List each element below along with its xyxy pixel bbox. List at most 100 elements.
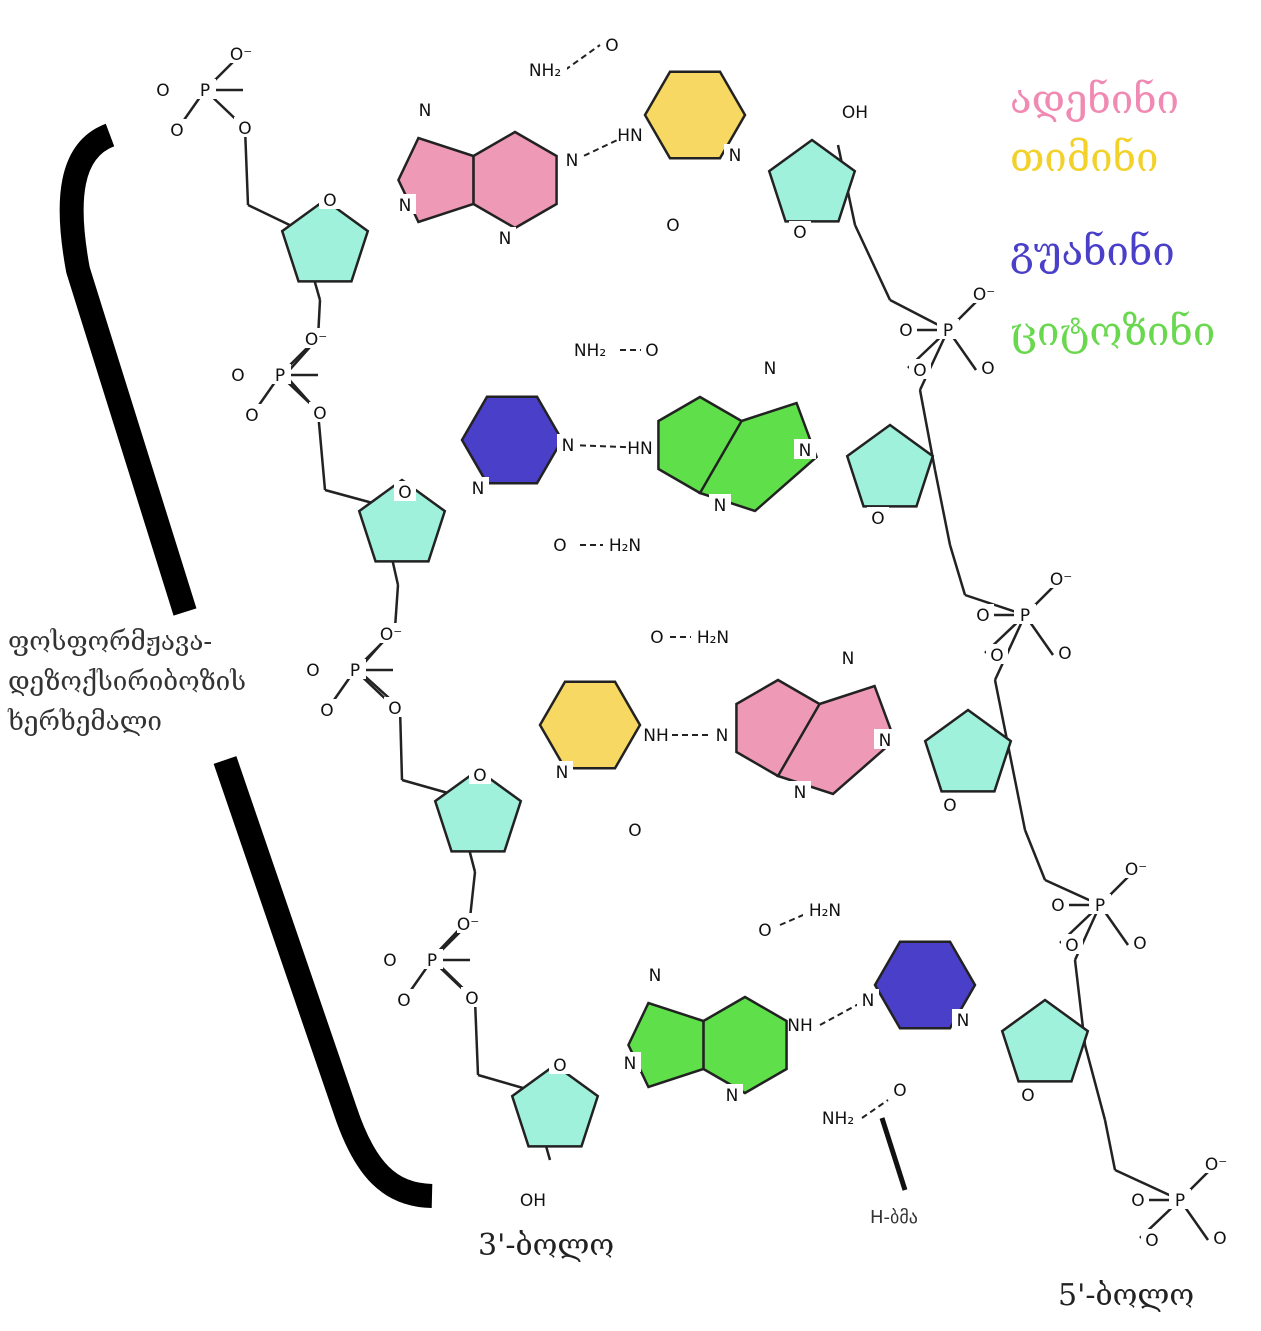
bond-line [473, 999, 480, 1076]
atom-label: H₂N [809, 901, 841, 921]
legend-thymine: თიმინი [1010, 135, 1159, 181]
hbond-pointer-line [879, 1117, 908, 1191]
phosphate-oxygen: O [156, 81, 169, 101]
bond-line [853, 224, 892, 301]
phosphate-oxygen-minus: O⁻ [973, 285, 995, 305]
atom-label: N [794, 783, 807, 803]
atom-label: NH [787, 1016, 813, 1036]
atom-label: N [879, 731, 892, 751]
phosphate-oxygen: O [320, 701, 333, 721]
atom-bg [316, 699, 338, 719]
phosphorus-atom: P [1175, 1191, 1185, 1211]
backbone-label: ფოსფორმჟავა- დეზოქსირიბოზის ხერხემალი [8, 622, 308, 742]
atom-label: N [624, 1054, 637, 1074]
hydroxyl-group: OH [520, 1191, 546, 1211]
phosphate-oxygen: O [913, 361, 926, 381]
bond-line [468, 871, 477, 919]
atom-label: O [323, 191, 336, 211]
backbone-label-line-1: ფოსფორმჟავა- [8, 627, 213, 657]
phosphate-ester-oxygen: O [1058, 644, 1071, 664]
atom-label: O [758, 921, 771, 941]
atom-label: O [628, 821, 641, 841]
atom-bg [568, 339, 612, 359]
atom-bg [645, 724, 667, 744]
deoxyribose-sugar-6 [845, 423, 935, 508]
bond-line [861, 1099, 889, 1119]
bond-line [918, 329, 950, 391]
atom-bg [644, 964, 666, 984]
atom-bg [384, 697, 406, 717]
atom-label: N [957, 1011, 970, 1031]
atom-bg [1125, 858, 1147, 878]
bond-line [993, 614, 1027, 681]
phosphorus-atom: P [1020, 606, 1030, 626]
atom-label: N [472, 479, 485, 499]
atom-bg [619, 1052, 641, 1072]
phosphorus-atom: P [275, 366, 285, 386]
atom-bg [816, 1107, 860, 1127]
atom-bg [939, 794, 961, 814]
atom-bg [469, 764, 491, 784]
atom-bg [523, 59, 567, 79]
bond-line [243, 127, 250, 206]
phosphate-oxygen: O [976, 606, 989, 626]
bond-line [779, 911, 811, 926]
atom-bg [601, 34, 623, 54]
atom-bg [889, 1079, 911, 1099]
atom-bg [724, 144, 746, 164]
atom-bg [561, 149, 583, 169]
atom-bg [759, 357, 781, 377]
atom-bg [754, 919, 776, 939]
atom-bg [166, 119, 188, 139]
atom-bg [305, 328, 327, 348]
atom-bg [393, 989, 415, 1009]
atom-bg [319, 189, 341, 209]
atom-label: NH₂ [574, 341, 606, 361]
atom-bg [309, 402, 331, 422]
atom-label: HN [627, 439, 653, 459]
three-prime-end-label: 3'-ბოლო [478, 1228, 615, 1263]
atom-label: N [649, 966, 662, 986]
atom-bg [551, 761, 573, 781]
atom-label: O [893, 1081, 906, 1101]
atom-bg [230, 43, 252, 63]
atom-bg [1205, 1153, 1227, 1173]
atom-label: O [645, 341, 658, 361]
phosphate-oxygen: O [1065, 936, 1078, 956]
atom-label: NH [643, 726, 669, 746]
phosphate-ester-oxygen: O [388, 699, 401, 719]
legend-cytosine: ციტოზინი [1010, 309, 1216, 355]
atom-bg [457, 913, 479, 933]
cytosine-base-2-ring-6 [873, 940, 977, 1030]
phosphate-ester-oxygen: O [981, 359, 994, 379]
atom-label: H₂N [609, 536, 641, 556]
guanine-base-2-ring-6 [702, 995, 788, 1095]
atom-bg [646, 626, 668, 646]
atom-label: HN [617, 126, 643, 146]
atom-bg [857, 989, 879, 1009]
phosphorus-atom: P [200, 81, 210, 101]
atom-label: O [943, 796, 956, 816]
phosphate-oxygen: O [899, 321, 912, 341]
atom-bg [380, 623, 402, 643]
phosphate-ester-oxygen: O [1213, 1229, 1226, 1249]
phosphorus-atom: P [427, 951, 437, 971]
atom-bg [1017, 1084, 1039, 1104]
atom-bg [522, 1189, 544, 1209]
hydrogen-bond-label: H-ბმა [870, 1207, 918, 1228]
bond-line [564, 44, 601, 71]
phosphate-oxygen: O [170, 121, 183, 141]
atom-bg [662, 214, 684, 234]
atom-bg [234, 117, 256, 137]
atom-bg [549, 534, 571, 554]
atom-label: N [726, 1086, 739, 1106]
atom-label: O [1021, 1086, 1034, 1106]
phosphate-oxygen: O [383, 951, 396, 971]
phosphate-oxygen: O [990, 646, 1003, 666]
deoxyribose-sugar-1 [280, 198, 370, 283]
atom-bg [227, 364, 249, 384]
atom-bg [624, 819, 646, 839]
atom-label: N [716, 726, 729, 746]
atom-bg [394, 194, 416, 214]
phosphate-ester-oxygen: O [1133, 934, 1146, 954]
